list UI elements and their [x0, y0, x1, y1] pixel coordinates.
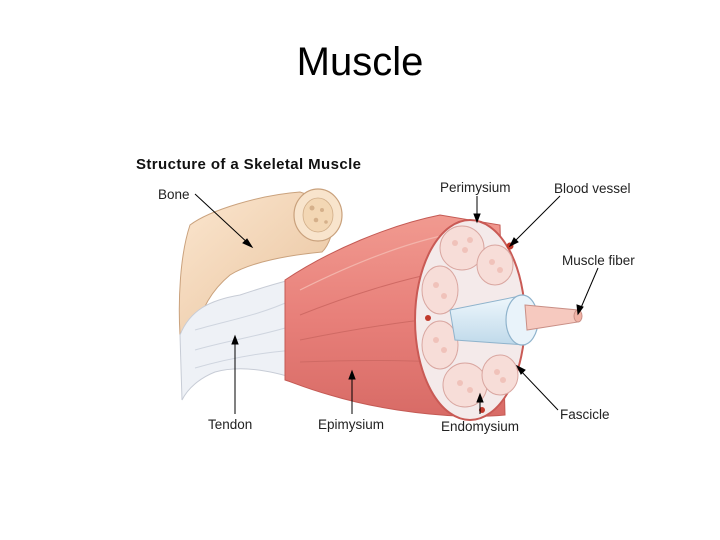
label-endomysium: Endomysium: [441, 419, 520, 434]
label-tendon: Tendon: [208, 417, 253, 432]
label-fascicle: Fascicle: [560, 407, 610, 422]
figure-title: Structure of a Skeletal Muscle: [136, 156, 362, 173]
bone-shape: [178, 188, 343, 336]
label-epimysium: Epimysium: [318, 417, 385, 432]
leader-lines: [194, 193, 599, 414]
slide-title: Muscle: [296, 40, 424, 84]
muscle-cross-section: [414, 219, 526, 421]
label-blood-vessel: Blood vessel: [554, 181, 631, 196]
label-bone: Bone: [158, 187, 190, 202]
fascicle-shape: [439, 225, 485, 271]
label-muscle-fiber: Muscle fiber: [562, 253, 635, 268]
label-perimysium: Perimysium: [440, 180, 511, 195]
muscle-fiber-shape: [449, 294, 583, 346]
